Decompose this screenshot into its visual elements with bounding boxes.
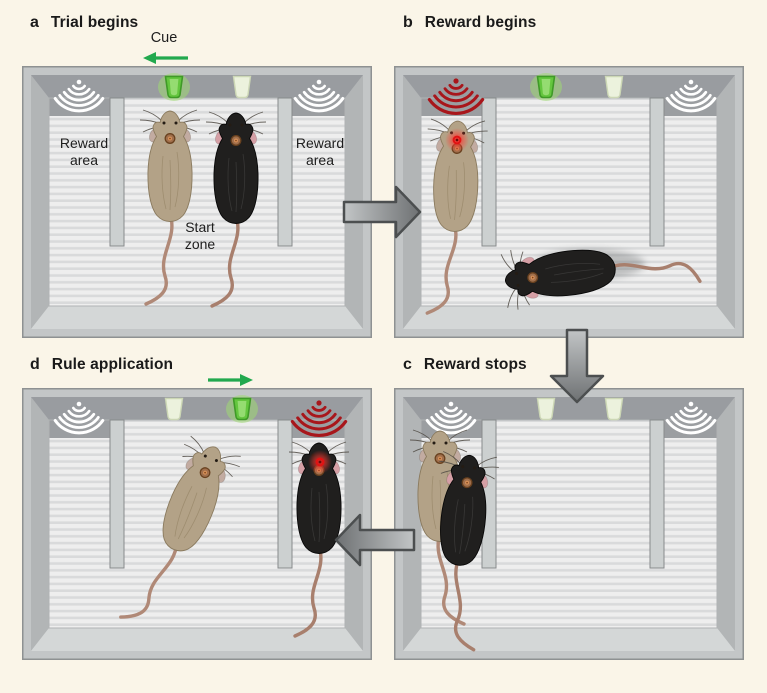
cue-light-on-icon [529, 72, 563, 102]
panel-c-label: c [403, 356, 412, 373]
panel-a-label: a [30, 14, 39, 31]
flow-arrow-b-to-c [549, 328, 605, 404]
flow-arrow-c-to-d [334, 513, 416, 567]
cue-light-on-icon [157, 72, 191, 102]
panel-d-chamber [22, 388, 372, 660]
reward-stimulation-glow [307, 449, 333, 475]
panel-b-chamber [394, 66, 744, 338]
reward-area-right-label: Reward area [295, 135, 345, 168]
panel-b-title: b Reward begins [403, 14, 536, 32]
panel-a-title: a Trial begins [30, 14, 138, 32]
panel-d-title: d Rule application [30, 356, 173, 374]
cue-arrow-right-icon [208, 374, 253, 386]
cue-light-off-icon [164, 397, 184, 421]
panel-b-label: b [403, 14, 413, 31]
panel-c-title: c Reward stops [403, 356, 527, 374]
start-zone-label: Start zone [184, 219, 216, 252]
panel-a-title-text: Trial begins [50, 14, 139, 31]
panel-d-label: d [30, 356, 40, 373]
panel-a-chamber [22, 66, 372, 338]
cue-label: Cue [150, 30, 178, 46]
reward-area-left-label: Reward area [59, 135, 109, 168]
cue-light-off-icon [232, 75, 252, 99]
cue-light-off-icon [604, 75, 624, 99]
cue-light-off-icon [604, 397, 624, 421]
chamber-walls [22, 66, 372, 338]
panel-c-chamber [394, 388, 744, 660]
cue-arrow-left-icon [143, 52, 188, 64]
reward-stimulation-glow [444, 127, 470, 153]
panel-c-title-text: Reward stops [423, 356, 527, 373]
flow-arrow-a-to-b [342, 185, 422, 239]
cue-light-on-icon [225, 394, 259, 424]
panel-d-title-text: Rule application [51, 356, 174, 373]
panel-b-title-text: Reward begins [424, 14, 537, 31]
